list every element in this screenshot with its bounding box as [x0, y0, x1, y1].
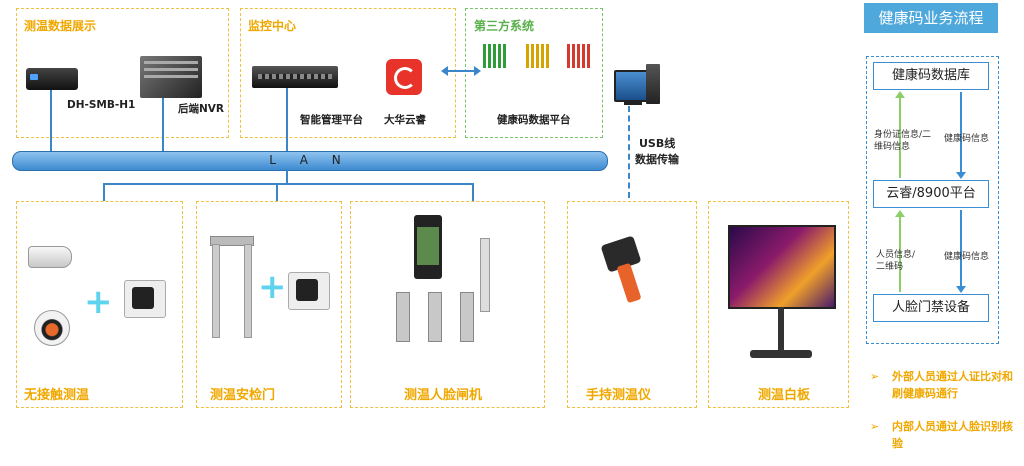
dome-camera-icon — [34, 310, 70, 346]
down-arrow-head — [956, 286, 966, 293]
connector-line — [103, 183, 105, 201]
flow-note-external: 外部人员通过人证比对和刷健康码通行 — [892, 370, 1013, 401]
flow-note-internal: 内部人员通过人脸识别核验 — [892, 420, 1013, 451]
lan-bus: L A N — [12, 151, 608, 171]
whiteboard-base — [750, 350, 812, 358]
third-party-section — [465, 8, 603, 138]
usb-dashed-line — [628, 106, 630, 198]
whiteboard-stand — [778, 307, 784, 351]
dahua-cloud-label: 大华云睿 — [384, 114, 426, 126]
down-arrow-head — [956, 172, 966, 179]
thermal-box-icon — [124, 280, 166, 318]
face-gate-label: 测温人脸闸机 — [404, 388, 483, 403]
contactless-section — [16, 201, 183, 408]
bullet-camera-icon — [28, 246, 72, 268]
dahua-cloud-logo-icon — [386, 59, 422, 95]
lan-label: L A N — [269, 153, 351, 167]
third-party-section-title: 第三方系统 — [474, 19, 535, 33]
edge-label-health-code-2: 健康码信息 — [944, 252, 990, 262]
bidirectional-arrow-icon — [445, 70, 475, 72]
up-arrow-line — [899, 214, 901, 292]
computer-base — [624, 101, 642, 105]
turnstile-icon — [396, 292, 474, 342]
edge-label-id-qr: 身份证信息/二维码信息 — [874, 130, 932, 152]
down-arrow-line — [960, 210, 962, 288]
connector-line — [162, 98, 164, 152]
flow-node-database: 健康码数据库 — [873, 62, 989, 90]
whiteboard-label: 测温白板 — [758, 388, 811, 403]
handheld-section — [567, 201, 697, 408]
red-qr-code-icon — [567, 44, 591, 68]
bullet-icon: ➢ — [870, 420, 880, 433]
edge-label-health-code: 健康码信息 — [944, 134, 990, 144]
monitor-section — [240, 8, 456, 138]
arrow-head-left — [441, 66, 448, 76]
computer-tower-icon — [646, 64, 660, 104]
up-arrow-head — [895, 210, 905, 217]
connector-line — [286, 88, 288, 152]
nvr-device-icon — [140, 56, 202, 98]
plus-icon: + — [84, 282, 113, 322]
connector-line — [286, 169, 288, 184]
face-gate-section — [350, 201, 545, 408]
flow-node-face-device: 人脸门禁设备 — [873, 294, 989, 322]
stand-pole-icon — [480, 238, 490, 312]
platform-server-icon — [252, 66, 338, 88]
display-section-title: 测温数据展示 — [24, 19, 97, 33]
thermal-box-icon — [288, 272, 330, 310]
handheld-thermometer-icon — [600, 235, 648, 304]
platform-label: 智能管理平台 — [300, 114, 363, 126]
contactless-label: 无接触测温 — [24, 388, 90, 403]
usb-label-line2: 数据传输 — [635, 153, 679, 166]
smb-device-icon — [26, 68, 78, 90]
thermal-whiteboard-icon — [728, 225, 836, 309]
security-gate-icon — [210, 236, 254, 338]
up-arrow-head — [895, 91, 905, 98]
display-section — [16, 8, 229, 138]
smb-device-label: DH-SMB-H1 — [67, 99, 136, 111]
face-terminal-icon — [414, 215, 442, 279]
computer-icon — [614, 70, 652, 102]
green-qr-code-icon — [483, 44, 507, 68]
connector-line — [103, 183, 474, 185]
yellow-qr-code-icon — [526, 44, 550, 68]
up-arrow-line — [899, 96, 901, 178]
gate-section — [196, 201, 342, 408]
arrow-head-right — [474, 66, 481, 76]
connector-line — [50, 90, 52, 152]
bullet-icon: ➢ — [870, 370, 880, 383]
whiteboard-section — [708, 201, 849, 408]
plus-icon: + — [258, 267, 287, 307]
gate-label: 测温安检门 — [210, 388, 276, 403]
edge-label-person-qr: 人员信息/二维码 — [876, 250, 916, 272]
connector-line — [472, 183, 474, 201]
monitor-section-title: 监控中心 — [248, 19, 297, 33]
flow-panel — [866, 56, 999, 344]
connector-line — [276, 183, 278, 201]
health-code-platform-label: 健康码数据平台 — [497, 114, 571, 126]
flow-heading: 健康码业务流程 — [864, 3, 998, 33]
nvr-device-label: 后端NVR — [178, 103, 224, 115]
usb-label-line1: USB线 — [639, 137, 676, 150]
flow-node-platform: 云睿/8900平台 — [873, 180, 989, 208]
handheld-label: 手持测温仪 — [586, 388, 652, 403]
down-arrow-line — [960, 92, 962, 174]
